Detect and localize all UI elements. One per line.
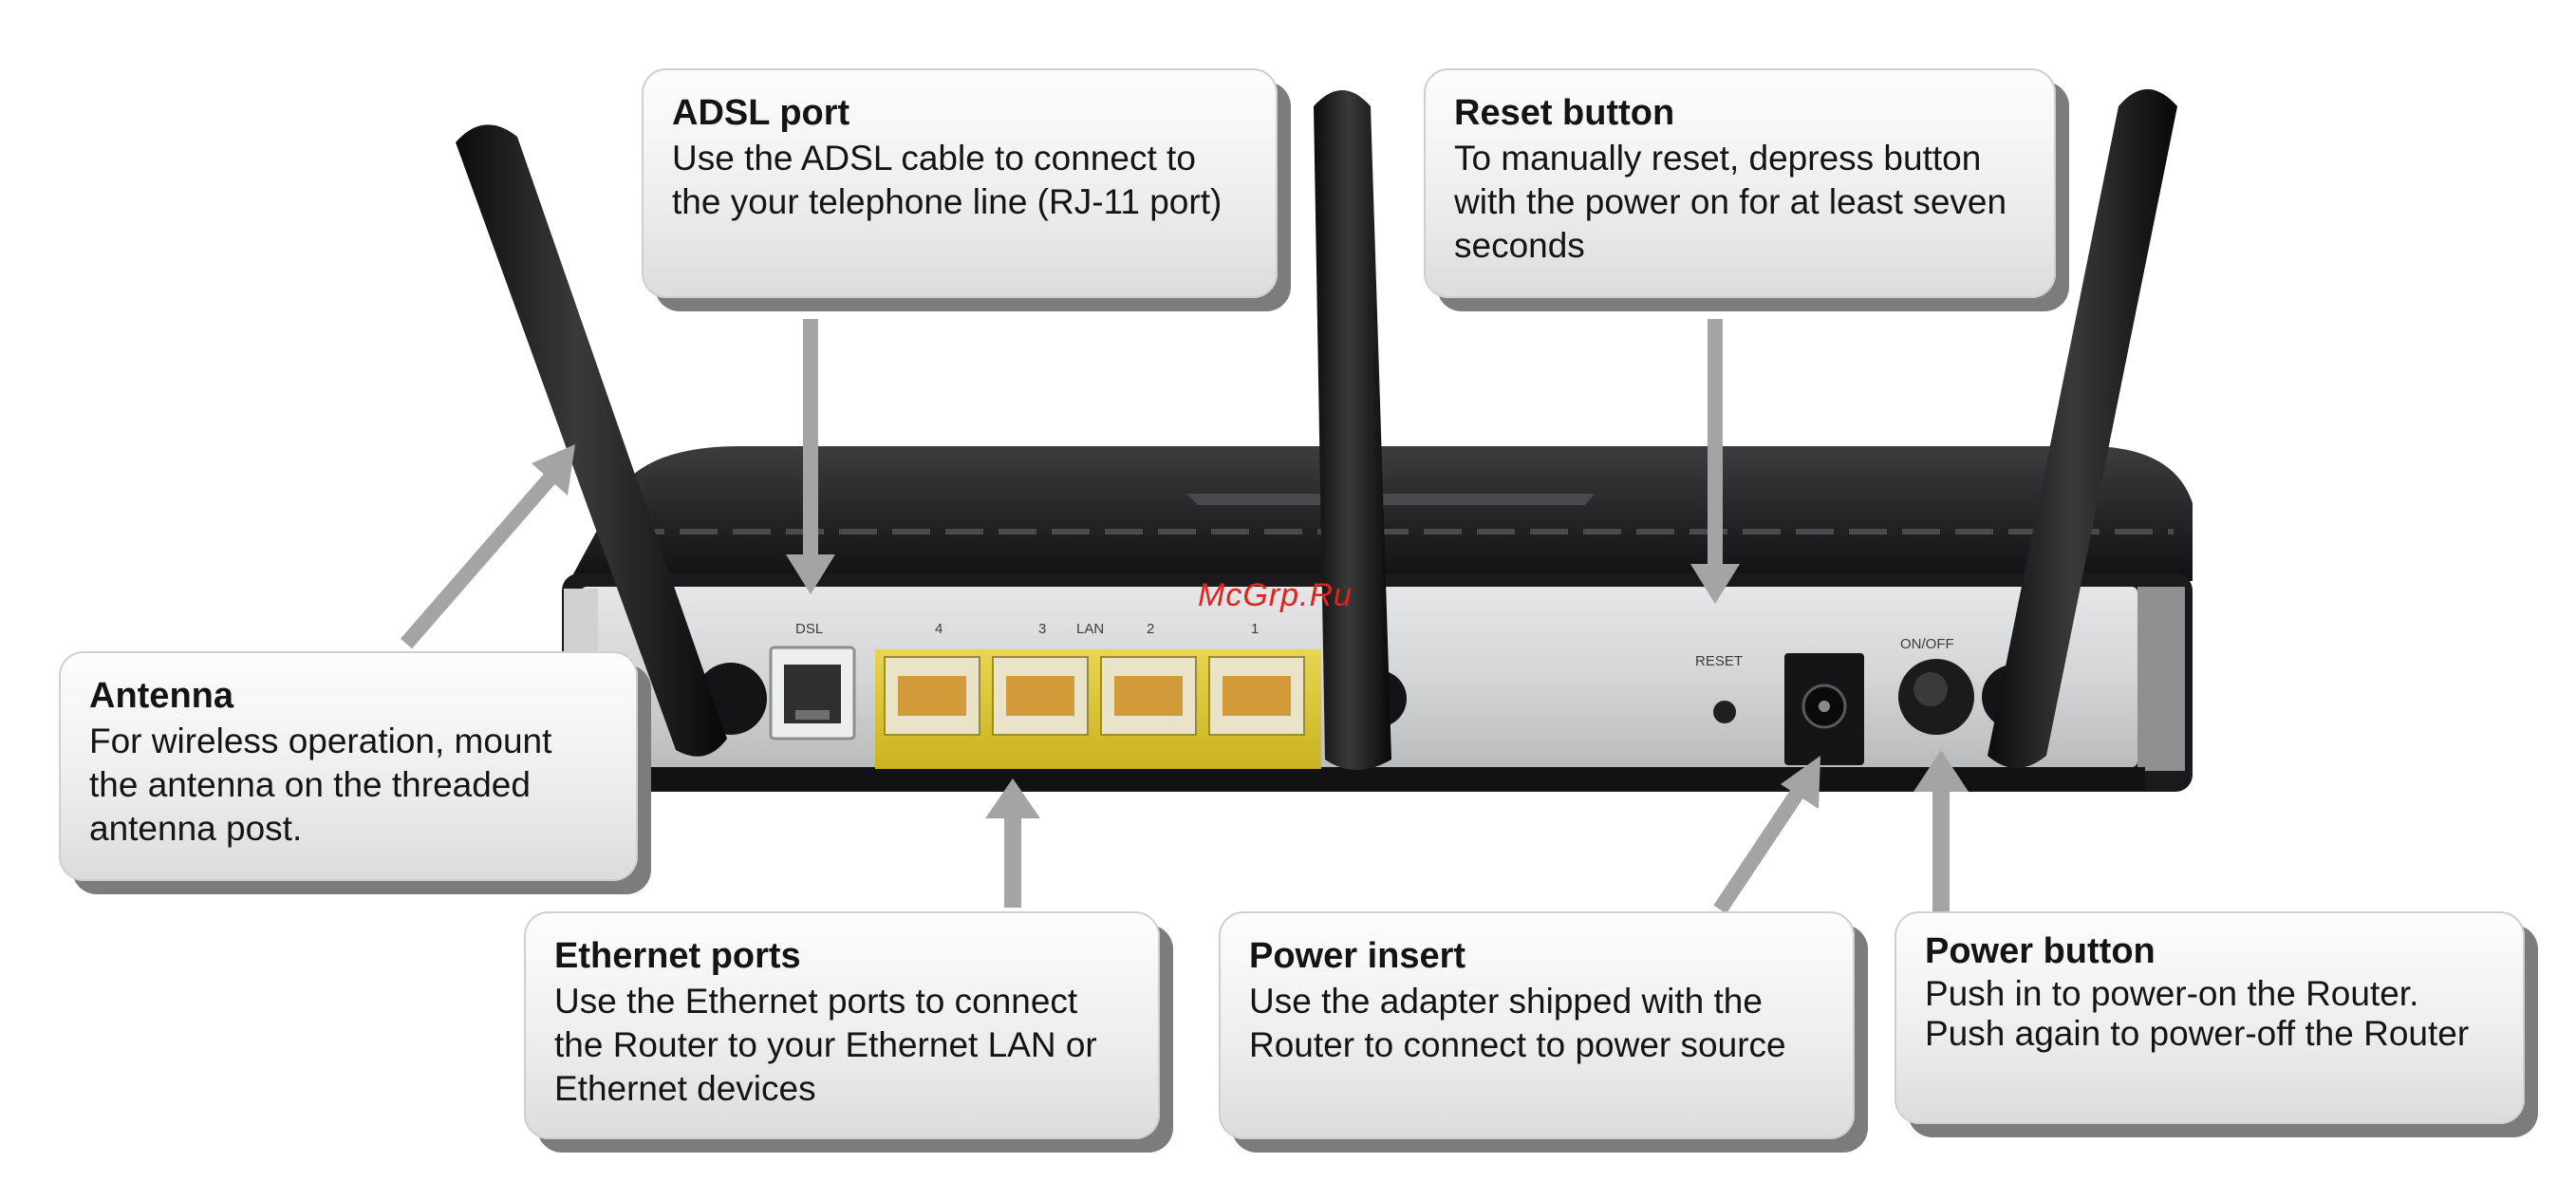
callout-reset-button: Reset button To manually reset, depress … <box>1424 68 2056 298</box>
label-reset: RESET <box>1695 653 1744 669</box>
reset-pinhole <box>1713 701 1736 723</box>
callout-title: Power button <box>1925 931 2156 971</box>
label-port-1: 1 <box>1251 621 1260 637</box>
watermark: McGrp.Ru <box>1198 577 1353 613</box>
callout-title: Power insert <box>1249 936 1466 976</box>
label-dsl: DSL <box>795 621 824 637</box>
arrow-ethernet <box>985 778 1040 908</box>
power-jack <box>1784 653 1864 765</box>
arrow-power-insert <box>1713 756 1820 914</box>
callout-title: Antenna <box>89 676 233 716</box>
callout-power-insert: Power insert Use the adapter shipped wit… <box>1219 911 1855 1139</box>
antenna-left <box>456 124 727 757</box>
label-lan: LAN <box>1076 621 1105 637</box>
callout-description: To manually reset, depress button with t… <box>1454 139 2007 265</box>
callout-description: For wireless operation, mount the antenn… <box>89 722 552 848</box>
callout-title: ADSL port <box>672 93 850 133</box>
arrow-reset <box>1690 319 1740 604</box>
power-switch <box>1898 659 1974 735</box>
label-port-3: 3 <box>1038 621 1047 637</box>
antenna-center <box>1314 90 1391 770</box>
callout-description: Push in to power-on the Router. Push aga… <box>1925 974 2470 1053</box>
ethernet-ports <box>875 649 1321 769</box>
callout-title: Ethernet ports <box>554 936 801 976</box>
callout-description: Use the Ethernet ports to connect the Ro… <box>554 982 1097 1108</box>
callout-title: Reset button <box>1454 93 1675 133</box>
callout-description: Use the adapter shipped with the Router … <box>1249 982 1786 1064</box>
label-port-4: 4 <box>935 621 943 637</box>
callout-power-button: Power button Push in to power-on the Rou… <box>1895 911 2525 1124</box>
arrow-adsl <box>786 319 835 594</box>
arrows <box>400 319 1969 914</box>
antenna-right <box>1988 89 2177 768</box>
adsl-port <box>769 646 856 741</box>
arrow-antenna <box>400 444 575 649</box>
callout-ethernet-ports: Ethernet ports Use the Ethernet ports to… <box>524 911 1160 1139</box>
callout-antenna: Antenna For wireless operation, mount th… <box>59 651 638 881</box>
callout-description: Use the ADSL cable to connect to the you… <box>672 139 1223 221</box>
arrow-power-button <box>1913 750 1969 913</box>
label-onoff: ON/OFF <box>1900 636 1954 652</box>
callout-adsl-port: ADSL port Use the ADSL cable to connect … <box>642 68 1278 298</box>
label-port-2: 2 <box>1147 621 1155 637</box>
